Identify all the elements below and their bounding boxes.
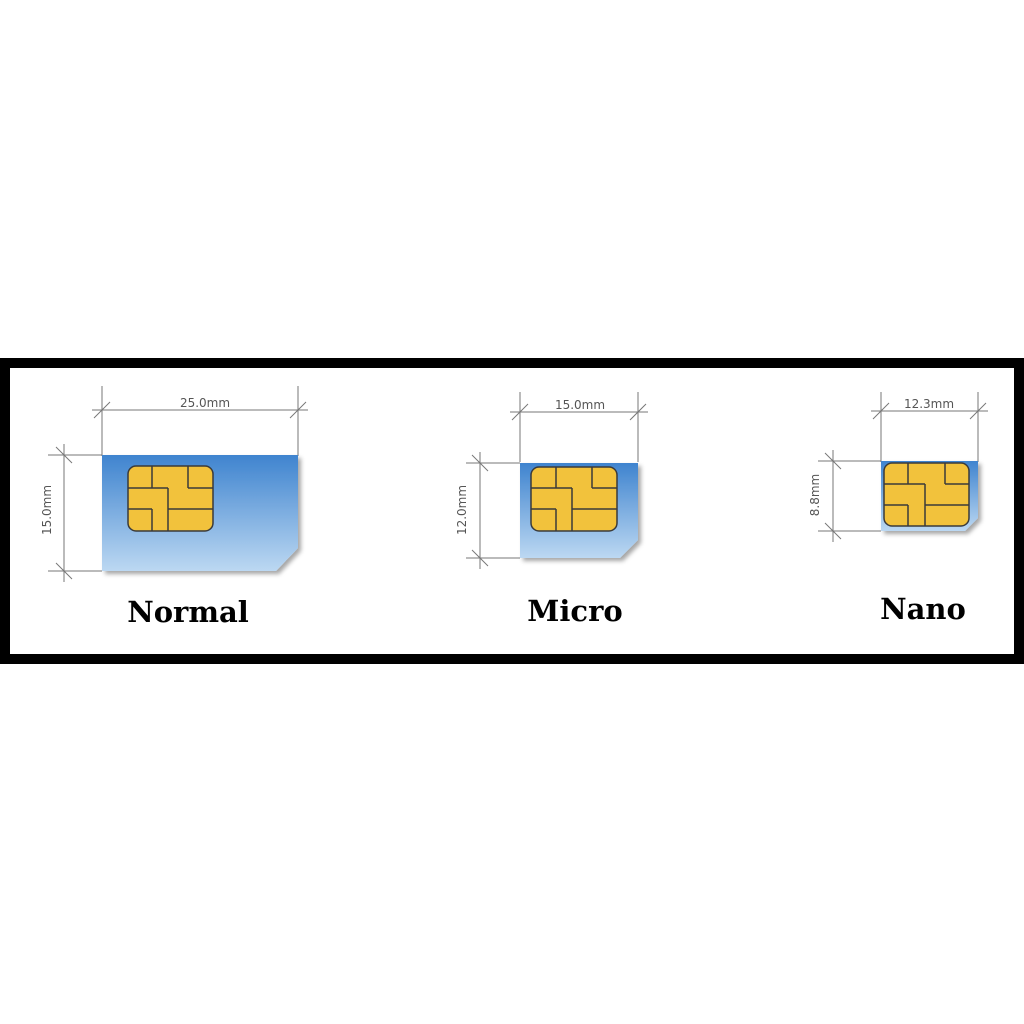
nano-width-label: 12.3mm <box>904 397 954 411</box>
normal-width-label: 25.0mm <box>180 396 230 410</box>
micro-height-label: 12.0mm <box>455 485 469 535</box>
micro-width-label: 15.0mm <box>555 398 605 412</box>
normal-height-label: 15.0mm <box>40 485 54 535</box>
normal-sim: 25.0mm 15.0mm <box>40 386 308 582</box>
nano-height-dimension <box>818 450 881 542</box>
micro-chip-icon <box>530 466 618 532</box>
nano-height-label: 8.8mm <box>808 474 822 516</box>
normal-width-dimension <box>92 386 308 456</box>
normal-label: Normal <box>127 595 249 629</box>
normal-height-dimension <box>48 444 102 582</box>
micro-sim: 15.0mm 12.0mm <box>455 392 648 569</box>
normal-chip-icon <box>127 465 214 532</box>
micro-height-dimension <box>466 452 520 569</box>
micro-label: Micro <box>527 594 623 628</box>
nano-sim: 12.3mm 8.8mm <box>808 392 988 542</box>
nano-label: Nano <box>880 592 966 626</box>
nano-width-dimension <box>871 392 988 462</box>
nano-chip-icon <box>883 462 970 527</box>
micro-width-dimension <box>510 392 648 462</box>
